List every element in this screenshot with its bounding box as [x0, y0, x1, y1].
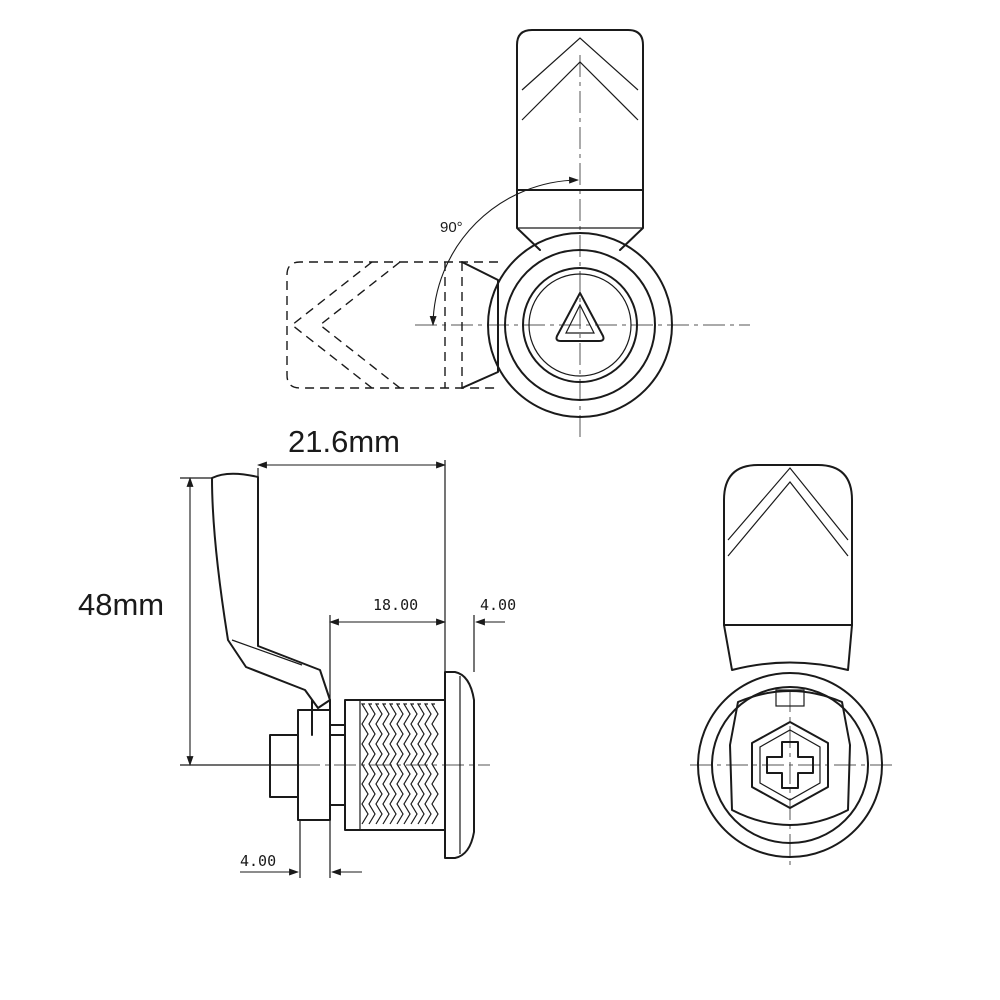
height-dimension-label: 48mm	[78, 587, 164, 622]
thread-line	[360, 703, 369, 825]
hex-nut-inner	[759, 729, 821, 801]
width-dimension-label: 21.6mm	[288, 424, 400, 459]
handle-vertical-chevron	[521, 37, 639, 121]
lock-flange-inner	[504, 249, 656, 401]
handle-horizontal-ghost-chevron	[290, 261, 401, 389]
rear-cam-plate	[729, 690, 851, 826]
thread-line	[395, 703, 404, 825]
thread-line	[374, 703, 383, 825]
thread-line	[367, 703, 376, 825]
rear-tab	[775, 689, 805, 707]
lever-handle-edge	[231, 639, 303, 666]
lock-flange-outer	[487, 232, 673, 418]
rear-view	[690, 464, 895, 870]
side-view: 21.6mm 48mm 18.00 4.00 4.00	[78, 424, 516, 878]
rotation-arc	[429, 176, 579, 326]
rear-screw-head	[269, 734, 299, 798]
thread-line	[402, 703, 411, 825]
thread-line	[388, 703, 397, 825]
thread-line	[416, 703, 425, 825]
lock-plug-inner	[528, 273, 632, 377]
rear-flange-inner	[711, 686, 869, 844]
triangle-keyway	[555, 292, 605, 342]
rear-flange-outer	[697, 672, 883, 858]
rear-handle-neck	[723, 624, 853, 671]
lock-plug-outer	[522, 267, 638, 383]
triangle-keyway-inner	[565, 303, 595, 334]
lever-handle	[211, 472, 331, 709]
thread-line	[423, 703, 432, 825]
handle-vertical	[516, 29, 644, 191]
front-flange	[444, 671, 475, 859]
cross-screw-icon	[766, 741, 814, 789]
handle-horizontal-ghost	[286, 261, 498, 389]
flange-dimension-label: 4.00	[480, 596, 516, 614]
rear-handle-chevron	[727, 467, 849, 557]
thread-lines	[360, 703, 439, 825]
rear-handle	[723, 464, 853, 626]
thread-line	[430, 703, 439, 825]
rear-dimension-label: 4.00	[240, 852, 276, 870]
rotation-angle-label: 90°	[440, 219, 463, 236]
body-length-label: 18.00	[373, 596, 418, 614]
thread-line	[409, 703, 418, 825]
top-view: 90°	[286, 29, 750, 440]
thread-line	[381, 703, 390, 825]
hex-nut	[751, 721, 829, 809]
